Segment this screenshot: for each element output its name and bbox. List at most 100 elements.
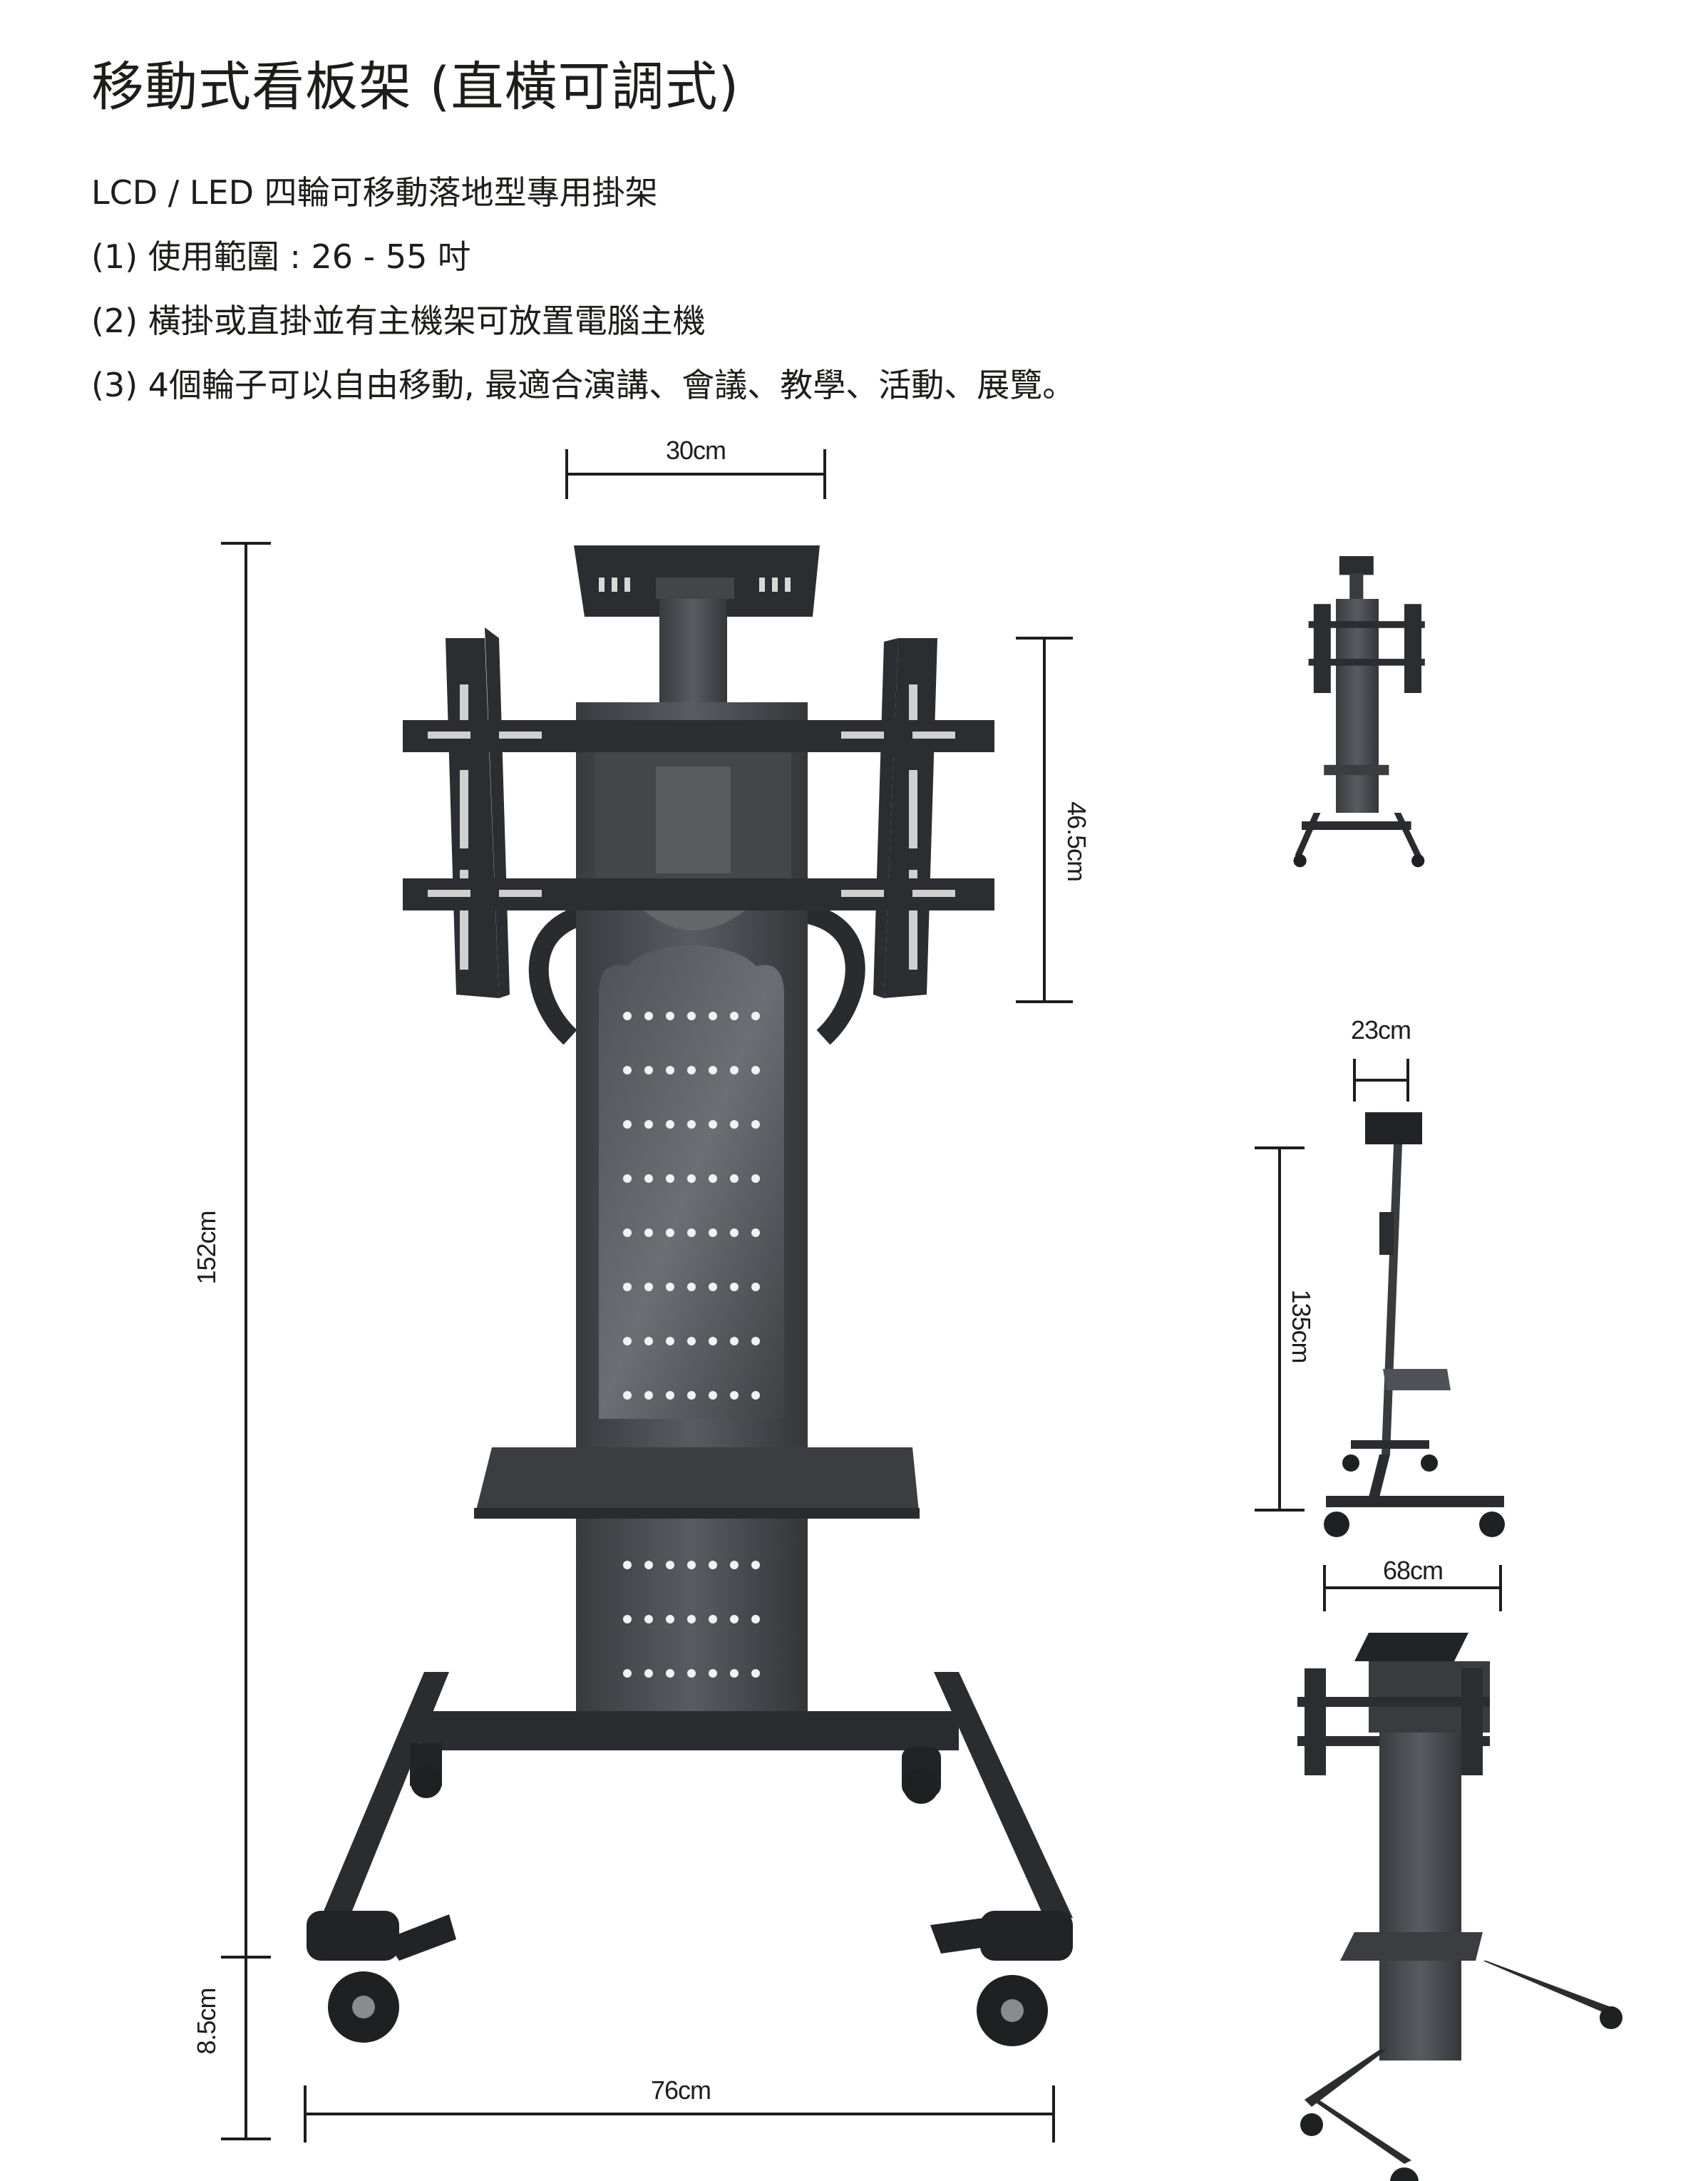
spec-line-range: (1) 使用範圍 : 26 - 55 吋 <box>91 237 471 276</box>
perforation-hole <box>623 1174 632 1183</box>
perforation-hole <box>687 1391 696 1400</box>
perforation-hole <box>730 1120 739 1129</box>
perforation-hole <box>751 1120 760 1129</box>
dim-bracket-height: 46.5cm <box>1062 801 1091 882</box>
perforation-hole <box>751 1012 760 1020</box>
perforation-hole <box>666 1615 674 1623</box>
perforation-hole <box>666 1669 674 1678</box>
perforation-hole <box>644 1561 653 1569</box>
dim-total-height: 152cm <box>192 1211 221 1285</box>
perforation-hole <box>709 1174 717 1183</box>
perforation-hole <box>730 1669 739 1678</box>
dimension-lines <box>221 449 1502 2142</box>
perforation-hole <box>687 1283 696 1291</box>
perforation-hole <box>644 1066 653 1074</box>
perforation-hole <box>730 1174 739 1183</box>
perforation-hole <box>709 1066 717 1074</box>
base-crossbar <box>421 1711 959 1750</box>
spec-list: LCD / LED 四輪可移動落地型專用掛架 (1) 使用範圍 : 26 - 5… <box>91 160 1075 417</box>
perforation-hole <box>644 1337 653 1345</box>
perforation-hole <box>687 1120 696 1129</box>
perforation-hole <box>709 1337 717 1345</box>
perforation-hole <box>644 1615 653 1623</box>
perforation-hole <box>623 1391 632 1400</box>
perforation-hole <box>666 1066 674 1074</box>
perforation-hole <box>623 1066 632 1074</box>
perforation-hole <box>709 1228 717 1237</box>
perforation-hole <box>623 1669 632 1678</box>
dim-bracket-width: 30cm <box>665 436 726 465</box>
perforation-hole <box>623 1337 632 1345</box>
perforation-hole <box>709 1391 717 1400</box>
lower-horizontal-arm <box>403 878 994 910</box>
perforation-hole <box>687 1012 696 1020</box>
perforation-hole <box>666 1391 674 1400</box>
perforation-hole <box>666 1283 674 1291</box>
perforation-hole <box>623 1120 632 1129</box>
small-front-view <box>1293 556 1425 868</box>
right-handle <box>797 903 865 1045</box>
perforation-hole <box>687 1066 696 1074</box>
perforation-hole <box>687 1561 696 1569</box>
dim-side-base-width: 68cm <box>1382 1556 1444 1585</box>
perforation-hole <box>687 1615 696 1623</box>
perforation-hole <box>751 1228 760 1237</box>
perforation-hole <box>730 1337 739 1345</box>
perforation-hole <box>666 1337 674 1345</box>
perforation-hole <box>751 1174 760 1183</box>
perforated-panel <box>599 945 784 1419</box>
perforation-hole <box>730 1066 739 1074</box>
perforation-hole <box>709 1615 717 1623</box>
perforation-hole <box>666 1120 674 1129</box>
small-angled-view <box>1297 1633 1622 2181</box>
perforation-hole <box>644 1228 653 1237</box>
dim-base-height: 8.5cm <box>192 1988 221 2055</box>
spec-line-product: LCD / LED 四輪可移動落地型專用掛架 <box>91 173 658 212</box>
perforation-hole <box>666 1174 674 1183</box>
dim-side-height: 135cm <box>1287 1289 1316 1363</box>
perforation-hole <box>687 1174 696 1183</box>
perforation-hole <box>730 1561 739 1569</box>
perforation-hole <box>687 1337 696 1345</box>
perforation-hole <box>623 1615 632 1623</box>
left-vertical-arm <box>446 627 510 998</box>
perforation-hole <box>709 1669 717 1678</box>
main-stand-front-view <box>307 545 1073 2046</box>
right-leg <box>934 1672 1073 1918</box>
perforation-hole <box>666 1561 674 1569</box>
perforation-hole <box>623 1283 632 1291</box>
perforation-hole <box>644 1120 653 1129</box>
spec-line-mounting: (2) 橫掛或直掛並有主機架可放置電腦主機 <box>91 302 706 340</box>
perforation-hole <box>751 1337 760 1345</box>
perforation-hole <box>666 1228 674 1237</box>
page-title: 移動式看板架 (直橫可調式) <box>91 56 740 118</box>
rear-right-wheel <box>902 1747 941 1804</box>
perforation-hole <box>751 1615 760 1623</box>
perforation-hole <box>644 1174 653 1183</box>
perforation-hole <box>751 1669 760 1678</box>
upper-horizontal-arm <box>403 720 994 752</box>
perforation-hole <box>751 1283 760 1291</box>
dim-base-width: 76cm <box>650 2075 711 2105</box>
perforation-hole <box>623 1012 632 1020</box>
perforation-hole <box>666 1012 674 1020</box>
perforation-hole <box>730 1615 739 1623</box>
perforation-hole <box>730 1228 739 1237</box>
rear-left-wheel <box>410 1743 442 1798</box>
perforation-hole <box>623 1561 632 1569</box>
perforation-hole <box>730 1012 739 1020</box>
perforation-hole <box>751 1561 760 1569</box>
perforation-hole <box>687 1669 696 1678</box>
perforation-hole <box>709 1561 717 1569</box>
dim-side-depth: 23cm <box>1350 1015 1411 1045</box>
spec-line-wheels: (3) 4個輪子可以自由移動, 最適合演講、會議、教學、活動、展覽。 <box>91 366 1076 404</box>
small-side-view <box>1324 1112 1505 1537</box>
perforation-hole <box>644 1391 653 1400</box>
perforation-hole <box>644 1669 653 1678</box>
perforation-hole <box>644 1283 653 1291</box>
perforation-hole <box>709 1283 717 1291</box>
perforation-hole <box>751 1066 760 1074</box>
left-handle <box>528 903 600 1045</box>
perforation-hole <box>730 1391 739 1400</box>
